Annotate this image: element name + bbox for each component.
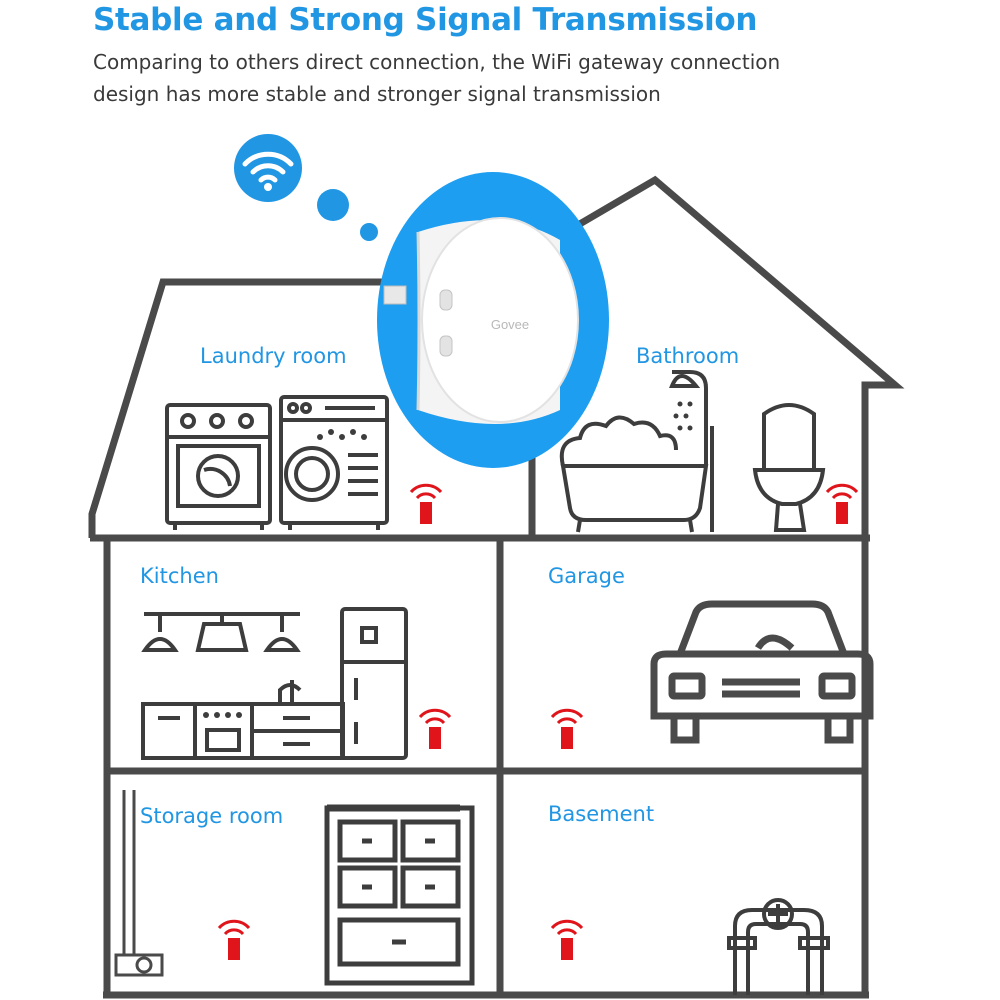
shower-drops <box>673 401 693 431</box>
leak-sensor-icon <box>217 919 251 960</box>
page-title: Stable and Strong Signal Transmission <box>93 2 758 38</box>
gateway-brand: Govee <box>491 317 529 332</box>
leak-sensor-icon <box>825 483 859 524</box>
stove-knobs <box>203 712 242 718</box>
car <box>650 600 874 744</box>
bathtub <box>559 370 714 533</box>
room-label-laundry: Laundry room <box>200 344 347 368</box>
storage-cabinet <box>324 804 475 986</box>
kitchen-counter <box>141 680 345 760</box>
storage-pipe <box>114 790 164 977</box>
leak-sensor-icon <box>550 919 584 960</box>
room-label-kitchen: Kitchen <box>140 564 219 588</box>
description-line-2: design has more stable and stronger sign… <box>93 82 661 106</box>
wifi-icon <box>242 151 294 183</box>
washer-dots <box>317 429 367 440</box>
refrigerator <box>340 607 408 760</box>
washing-machine <box>279 395 389 530</box>
room-label-basement: Basement <box>548 802 655 826</box>
gateway-device: Govee <box>377 172 609 468</box>
room-label-storage: Storage room <box>140 804 284 828</box>
leak-sensor-icon <box>409 483 443 524</box>
leak-sensor-icon <box>418 708 452 749</box>
description-line-1: Comparing to others direct connection, t… <box>93 50 781 74</box>
toilet <box>752 403 826 532</box>
basement-pipes <box>727 898 830 995</box>
leak-sensor-icon <box>550 708 584 749</box>
roof-left-detail <box>89 281 166 515</box>
dryer-appliance <box>165 403 272 530</box>
wifi-bubble <box>234 134 378 241</box>
kitchen-lamps <box>141 612 301 652</box>
room-label-bathroom: Bathroom <box>636 344 740 368</box>
room-label-garage: Garage <box>548 564 625 588</box>
